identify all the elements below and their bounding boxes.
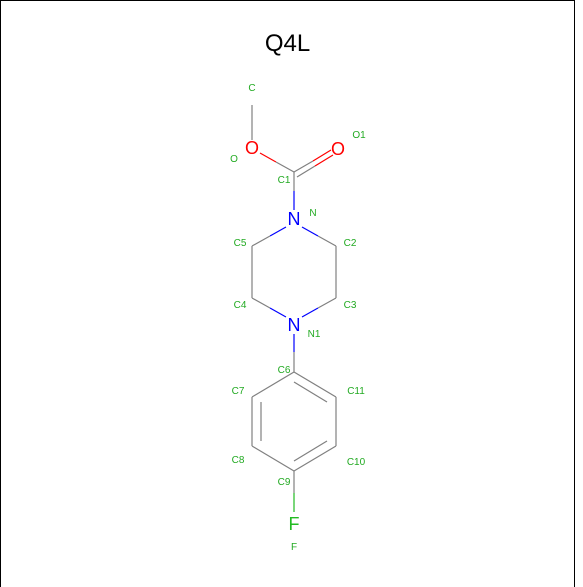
atom-label-c4: C4: [234, 300, 247, 311]
atom-label-c1: C1: [278, 175, 291, 186]
bond-c6-c11: [293, 371, 337, 398]
bond-c3-n1-blue: [301, 307, 319, 318]
atom-label-c: C: [248, 83, 255, 94]
bond-c4-n1-blue: [269, 307, 287, 318]
bond-c6-c11-inner: [293, 381, 328, 403]
atom-label-o: O: [230, 154, 238, 165]
bond-c1-o1-b-grey: [296, 165, 316, 178]
atom-label-o1: O1: [352, 130, 366, 141]
bond-c6-c7: [251, 371, 295, 398]
atom-label-c3: C3: [344, 300, 357, 311]
atom-label-c6: C6: [278, 365, 291, 376]
atom-labels: C O O1 C1 N C2 C5 C4 C3 N1 C6 C7 C11 C8 …: [230, 83, 366, 553]
atom-label-n: N: [309, 208, 316, 219]
atom-label-c11: C11: [347, 386, 365, 397]
element-symbols: O O N N F: [245, 138, 345, 534]
bond-c3-n1-grey: [317, 297, 337, 309]
bond-c1-o1-a-grey: [293, 160, 314, 173]
element-o1: O: [331, 139, 345, 159]
element-o: O: [245, 138, 259, 158]
atom-label-f: F: [291, 542, 297, 553]
atom-label-c8: C8: [232, 455, 245, 466]
bond-c1-o1-a-red: [312, 149, 332, 162]
bond-c4-n1-grey: [251, 297, 271, 309]
atom-label-c9: C9: [278, 477, 291, 488]
bond-n-c2-blue: [301, 226, 319, 237]
bond-n-c5-blue: [269, 226, 287, 237]
bond-c1-o1-b-red: [314, 154, 334, 167]
bond-n-c5-grey: [251, 235, 271, 247]
atom-label-c10: C10: [347, 457, 366, 468]
bond-c10-c9-inner: [293, 440, 328, 462]
atom-label-n1: N1: [308, 329, 321, 340]
bond-o-c1-grey: [275, 161, 295, 173]
bond-c8-c9: [251, 445, 295, 472]
bonds: [251, 105, 337, 512]
atom-label-c7: C7: [232, 386, 245, 397]
element-n1: N: [288, 315, 301, 335]
element-n: N: [288, 209, 301, 229]
element-f: F: [289, 514, 300, 534]
atom-label-c2: C2: [344, 238, 357, 249]
bond-o-c1-red: [259, 152, 277, 163]
bond-c10-c9: [293, 445, 337, 472]
bond-n-c2-grey: [317, 235, 337, 247]
atom-label-c5: C5: [234, 238, 247, 249]
molecule-title: Q4L: [264, 30, 311, 57]
